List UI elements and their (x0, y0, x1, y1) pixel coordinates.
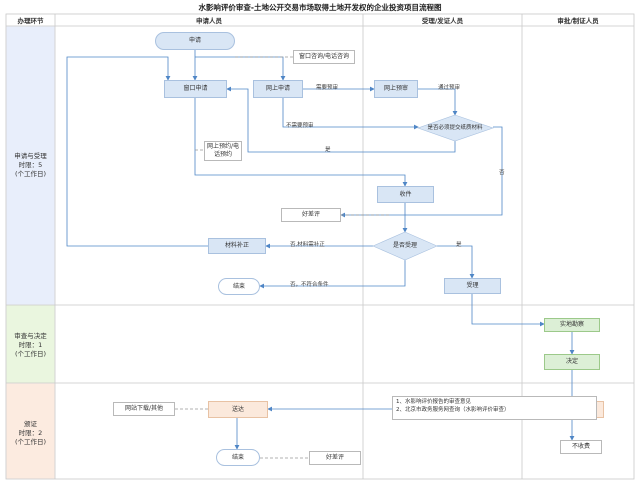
edge-label-no-1: 否 (499, 170, 505, 176)
stage-band-1 (6, 26, 55, 305)
edge-label-not-meet: 否，不符合条件 (290, 282, 329, 288)
col-acceptor-header: 受理/发证人员 (421, 17, 464, 25)
stage-label-2: 审查与决定时限：1(个工作日) (14, 332, 47, 358)
online-appointment-node: 网上预约/电话预约 (204, 141, 242, 161)
stage-band-2 (6, 305, 55, 383)
edge-label-supplement: 否,材料需补正 (290, 242, 325, 248)
decide-accept-label: 是否受理 (392, 242, 417, 249)
stage-band-3 (6, 383, 55, 479)
download-other-node: 网站下载/其他 (113, 402, 175, 416)
edge-label-need-pre: 需要预审 (316, 85, 339, 91)
receive-node: 收件 (377, 186, 434, 203)
stage-label-1: 申请与受理时限：5(个工作日) (14, 152, 47, 178)
onsite-survey-node: 实地勘察 (544, 318, 600, 332)
decide-accept-diamond (372, 231, 438, 261)
end-node-1: 结束 (218, 278, 260, 295)
certificate-notes: 1、水影响评价报告的审查意见 2、北京市政务服务网查询（水影响评价审查） (392, 396, 597, 420)
edge-label-pass-pre: 通过预审 (438, 85, 461, 91)
page-title: 水影响评价审查-土地公开交易市场取得土地开发权的企业投资项目流程图 (198, 3, 442, 12)
decide-submit-label: 是否必须提交纸质材料 (427, 124, 483, 131)
end-node-2: 结束 (216, 449, 260, 466)
good-review-node-2: 好差评 (309, 451, 361, 465)
decide-submit-diamond (417, 114, 494, 142)
stage-label-3: 颁证时限：2(个工作日) (14, 420, 47, 446)
online-pre-node: 网上预审 (374, 80, 418, 98)
decision-node: 决定 (544, 354, 600, 370)
col-approver-header: 审批/制证人员 (557, 17, 599, 25)
material-supplement-node: 材料补正 (208, 238, 266, 254)
not-permit-node: 不收费 (560, 440, 602, 454)
apply-node: 申请 (155, 32, 235, 50)
window-consult-node: 窗口咨询/电话咨询 (293, 50, 355, 64)
online-apply-node: 网上申请 (253, 80, 303, 98)
good-review-node-1: 好差评 (281, 208, 341, 222)
accept-node: 受理 (444, 278, 501, 294)
edge-label-yes-2: 是 (456, 242, 462, 248)
col-applicant-header: 申请人员 (196, 17, 222, 25)
deliver-node: 送达 (208, 401, 268, 418)
edge-label-yes-1: 是 (325, 147, 331, 153)
window-apply-node: 窗口申请 (164, 80, 227, 98)
edge-label-no-pre: 不需要预审 (286, 123, 314, 129)
col-stage-header: 办理环节 (17, 17, 44, 25)
